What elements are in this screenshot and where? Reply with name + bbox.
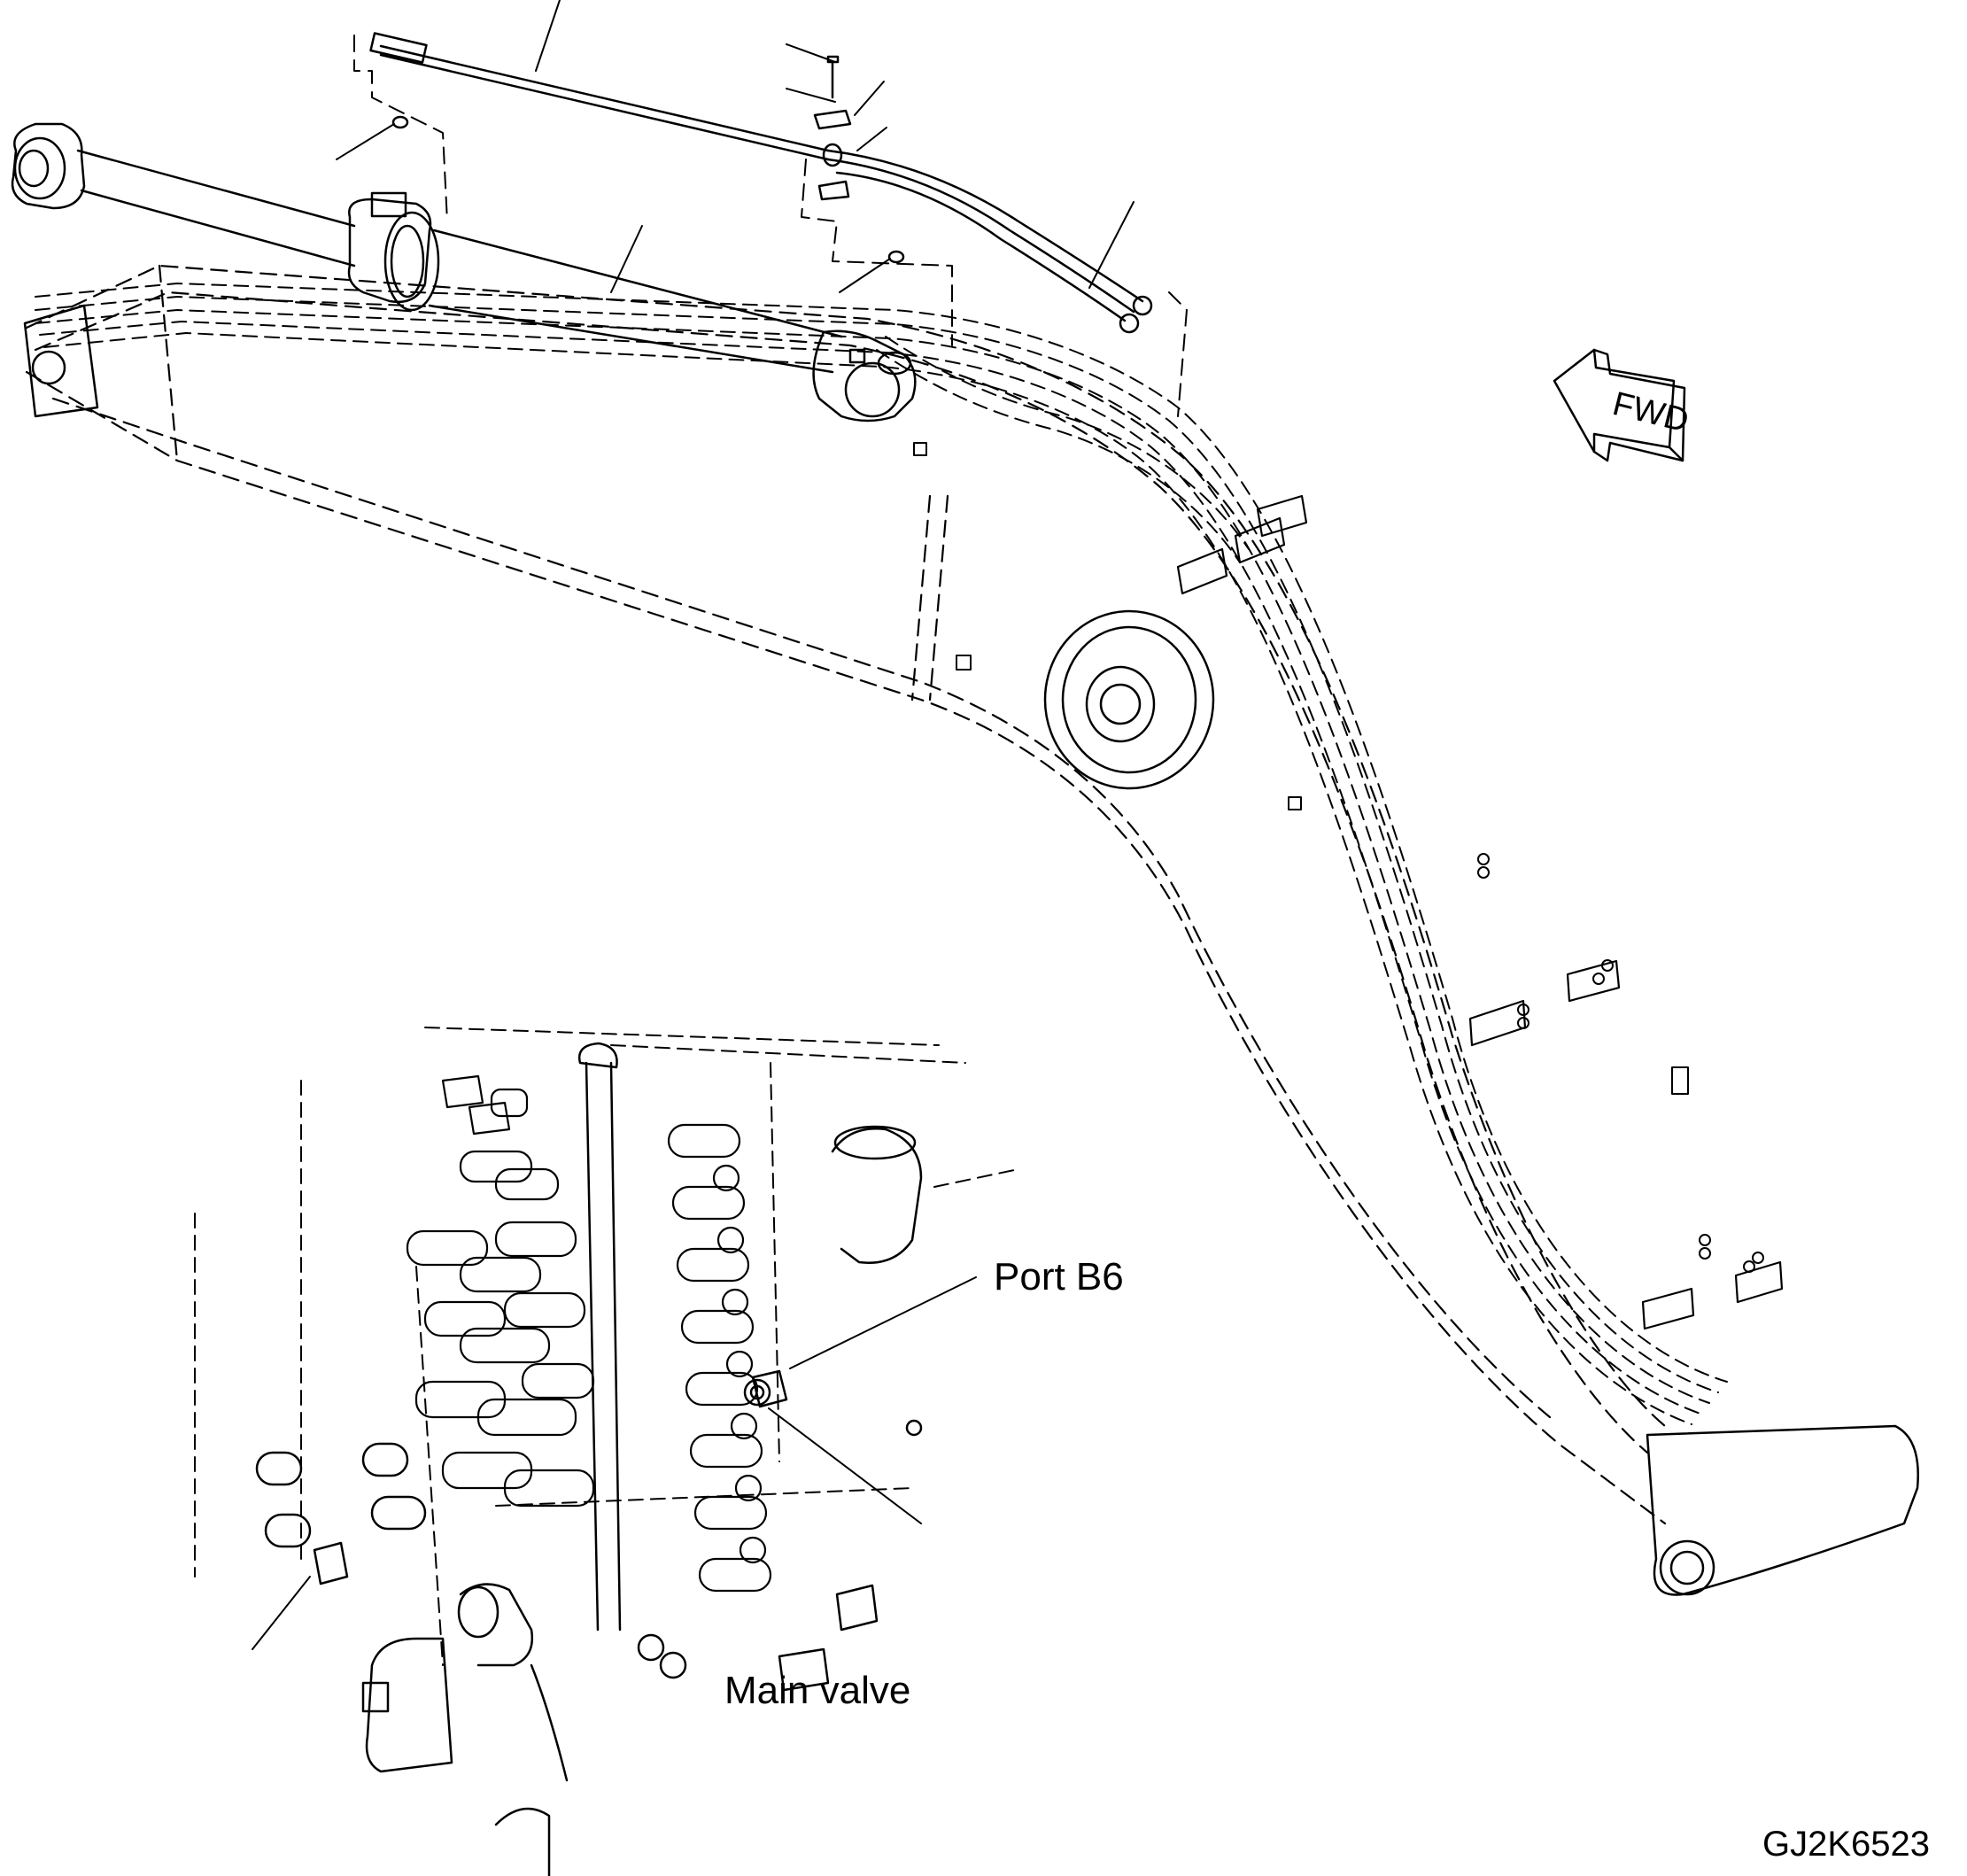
- figure-code: GJ2K6523: [1762, 1825, 1931, 1864]
- lower-left-fitting: [255, 1442, 427, 1585]
- main-valve-drawing: [194, 1027, 1019, 1876]
- main-valve-label: Main valve: [724, 1669, 911, 1712]
- explode-lines: [353, 35, 1188, 417]
- leader-lines: [336, 0, 1135, 293]
- boom-tip: [1646, 1424, 1919, 1596]
- hose-bundle: [35, 283, 1728, 1425]
- hose-clamps: [1176, 494, 1784, 1330]
- boom-fasteners: [913, 442, 1764, 1273]
- upper-pipe: [369, 32, 1153, 334]
- boom-foot: [23, 304, 99, 418]
- valve-leaders: [252, 1276, 977, 1650]
- boom-outline: [25, 264, 1667, 1525]
- boom-cylinder: [11, 122, 917, 422]
- fwd-arrow-icon: [1553, 348, 1686, 462]
- boom-pin-boss: [1043, 609, 1215, 790]
- port-b6-fitting: [743, 1369, 788, 1408]
- port-b6-label: Port B6: [994, 1255, 1124, 1298]
